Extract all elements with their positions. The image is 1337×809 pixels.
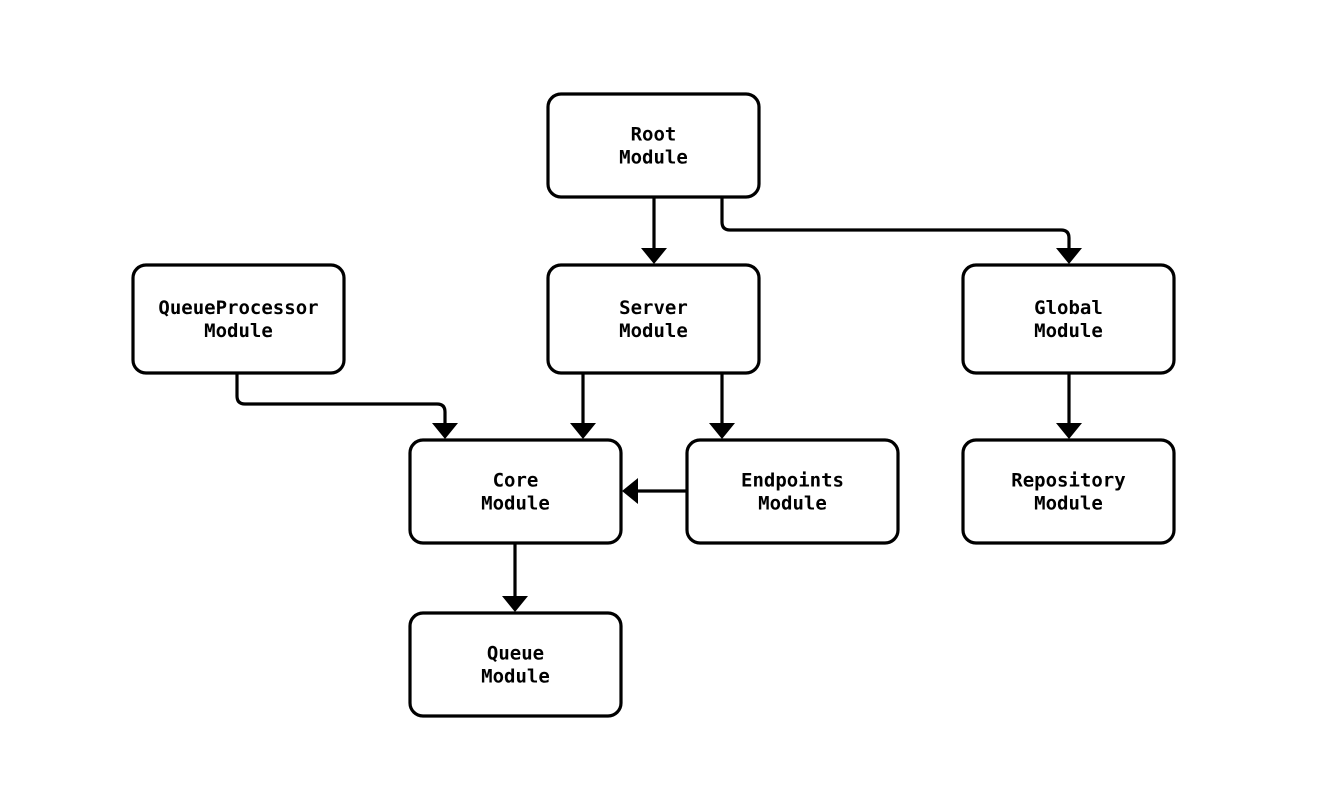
node-label-line2: Module xyxy=(1034,492,1103,514)
node-box[interactable] xyxy=(685,438,900,545)
node-box[interactable] xyxy=(131,263,346,375)
edge-server-to-endpoints xyxy=(709,373,735,439)
node-label-line1: Server xyxy=(619,297,688,319)
edge-root-to-server xyxy=(641,197,667,264)
arrow-head-icon xyxy=(570,423,596,439)
node-label-line2: Module xyxy=(619,146,688,168)
node-label-line2: Module xyxy=(619,320,688,342)
edge-line xyxy=(235,373,447,430)
node-box[interactable] xyxy=(546,92,761,199)
node-label-line1: Queue xyxy=(487,642,544,664)
node-label-line2: Module xyxy=(481,492,550,514)
node-label-line2: Module xyxy=(204,320,273,342)
edge-endpoints-to-core xyxy=(622,478,687,504)
edge-line xyxy=(720,197,1071,255)
node-label-line1: Global xyxy=(1034,297,1103,319)
edges-layer xyxy=(235,197,1082,612)
node-box[interactable] xyxy=(961,438,1176,545)
arrow-head-icon xyxy=(622,478,638,504)
node-label-line1: Core xyxy=(493,469,539,491)
node-box[interactable] xyxy=(546,263,761,375)
node-label-line1: Repository xyxy=(1011,469,1125,491)
node-label-line1: Root xyxy=(631,123,677,145)
node-box[interactable] xyxy=(961,263,1176,375)
arrow-head-icon xyxy=(432,423,458,439)
edge-global-to-repository xyxy=(1056,373,1082,439)
arrow-head-icon xyxy=(502,596,528,612)
node-box[interactable] xyxy=(408,611,623,718)
arrow-head-icon xyxy=(1056,248,1082,264)
edge-server-to-core xyxy=(570,373,596,439)
node-label-line1: QueueProcessor xyxy=(158,297,318,319)
arrow-head-icon xyxy=(1056,423,1082,439)
node-label-line1: Endpoints xyxy=(741,469,844,491)
edge-root-to-global xyxy=(720,197,1082,264)
edge-core-to-queue xyxy=(502,543,528,612)
node-label-line2: Module xyxy=(481,665,550,687)
edge-queueprocessor-to-core xyxy=(235,373,458,439)
arrow-head-icon xyxy=(641,248,667,264)
node-label-line2: Module xyxy=(1034,320,1103,342)
node-box[interactable] xyxy=(408,438,623,545)
arrow-head-icon xyxy=(709,423,735,439)
node-label-line2: Module xyxy=(758,492,827,514)
